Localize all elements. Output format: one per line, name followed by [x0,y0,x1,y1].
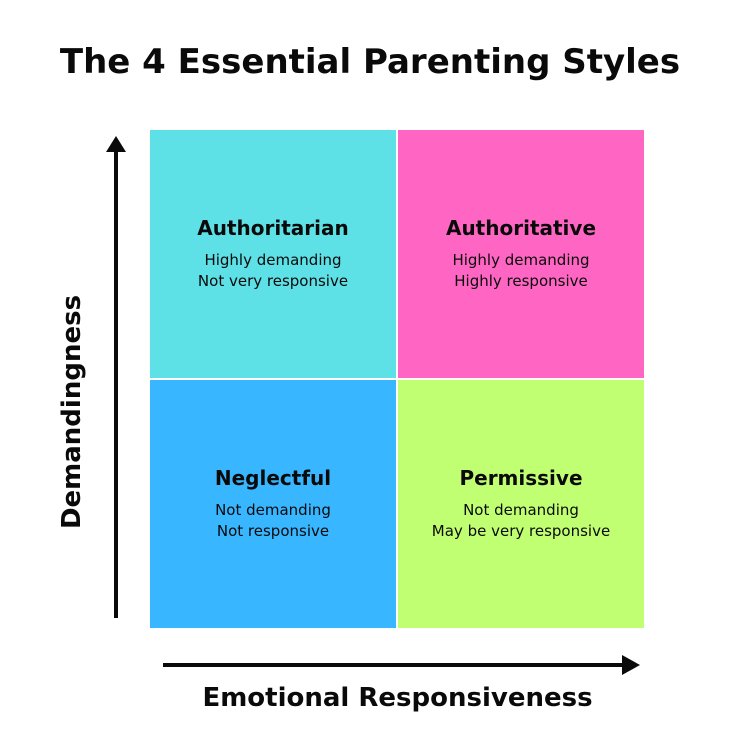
quadrant-line: May be very responsive [431,522,611,540]
quadrant-line: Highly demanding [452,251,590,269]
arrow-up-icon [106,136,126,152]
quadrant-line: Highly demanding [204,251,342,269]
quadrant-name: Authoritative [445,216,597,240]
y-axis-label: Demandingness [57,294,87,530]
quadrant-line: Not demanding [215,501,331,519]
quadrant-permissive: Permissive Not demanding May be very res… [398,380,644,628]
x-axis-line [163,663,625,667]
arrow-right-icon [622,655,640,675]
quadrant-line: Not responsive [216,522,330,540]
quadrant-authoritative: Authoritative Highly demanding Highly re… [398,130,644,378]
quadrant-line: Not demanding [463,501,579,519]
quadrant-name: Neglectful [214,466,332,490]
quadrant-authoritarian: Authoritarian Highly demanding Not very … [150,130,396,378]
quadrant-neglectful: Neglectful Not demanding Not responsive [150,380,396,628]
diagram-title: The 4 Essential Parenting Styles [59,42,681,82]
quadrant-name: Authoritarian [197,216,349,240]
y-axis-line [114,146,118,618]
quadrant-line: Highly responsive [454,272,588,290]
quadrant-name: Permissive [459,466,583,490]
quadrant-line: Not very responsive [197,272,349,290]
x-axis-label: Emotional Responsiveness [202,683,593,713]
quadrant-grid: Authoritarian Highly demanding Not very … [150,130,644,628]
